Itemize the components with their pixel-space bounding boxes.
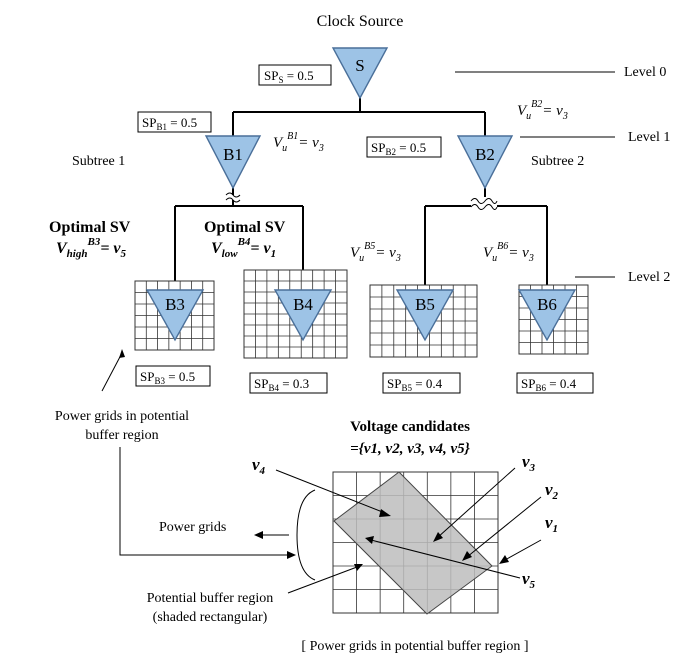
- voltage-candidates-title: Voltage candidates: [350, 419, 470, 435]
- optimal-sv-b3-heading: Optimal SV: [49, 219, 131, 236]
- buffer-s-label: S: [355, 56, 364, 75]
- svg-text:SPB5 = 0.4: SPB5 = 0.4: [387, 376, 443, 393]
- v3-label: v3: [522, 452, 536, 474]
- buffer-B2: B2: [456, 135, 514, 190]
- svg-text:SPS = 0.5: SPS = 0.5: [264, 68, 314, 85]
- subtree-2-label: Subtree 2: [531, 154, 584, 169]
- level-2-label: Level 2: [628, 270, 670, 285]
- buffer-b6-triangle: [517, 289, 577, 342]
- buffer-b5-label: B5: [415, 295, 435, 314]
- svg-text:SPB4 = 0.3: SPB4 = 0.3: [254, 376, 309, 393]
- vu-b1-label: VuB1= v3: [273, 131, 324, 154]
- buffer-B3: B3: [145, 289, 205, 342]
- grids-note-arrowhead: [119, 349, 125, 358]
- vu-b6-label: VuB6= v3: [483, 241, 534, 264]
- sp-box-b5: SPB5 = 0.4: [382, 372, 461, 394]
- region-label-arrowhead: [354, 564, 363, 571]
- buffer-b1-triangle: [204, 135, 262, 190]
- svg-text:SPB2 = 0.5: SPB2 = 0.5: [371, 140, 426, 157]
- vu-b5-label: VuB5= v3: [350, 241, 401, 264]
- voltage-candidates-set: ={v1, v2, v3, v4, v5}: [350, 441, 471, 457]
- potential-buffer-region: [333, 471, 493, 615]
- clock-source-title: Clock Source: [317, 13, 404, 30]
- tree-wires: [174, 98, 548, 290]
- optimal-sv-b4-value: VlowB4= v1: [211, 236, 276, 260]
- sp-box-b4: SPB4 = 0.3: [249, 372, 328, 394]
- sp-box-s: SPS = 0.5: [258, 64, 332, 86]
- buffer-b3-triangle: [145, 289, 205, 342]
- buffer-b4-triangle: [273, 289, 333, 342]
- buffer-b5-triangle: [395, 289, 455, 342]
- voltage-pointers: [275, 467, 542, 579]
- power-grids-label: Power grids: [159, 520, 226, 535]
- level-0-label: Level 0: [624, 65, 666, 80]
- grids-note-connector: [119, 447, 288, 556]
- buffer-b1-label: B1: [223, 145, 243, 164]
- power-grids-arrowhead: [254, 531, 263, 539]
- region-label-line-1: Potential buffer region: [147, 591, 274, 606]
- grids-note-pointer: [101, 352, 123, 392]
- level-1-label: Level 1: [628, 130, 670, 145]
- buffer-grids: [134, 269, 589, 359]
- subtree-1-label: Subtree 1: [72, 154, 125, 169]
- buffer-B4: B4: [273, 289, 333, 342]
- optimal-sv-b3-value: VhighB3= v5: [56, 236, 127, 260]
- svg-text:SPB1 = 0.5: SPB1 = 0.5: [142, 115, 197, 132]
- svg-text:SPB3 = 0.5: SPB3 = 0.5: [140, 369, 195, 386]
- buffer-B1: B1: [204, 135, 262, 190]
- detail-caption: [ Power grids in potential buffer region…: [301, 639, 528, 654]
- grids-note-connector-arrowhead: [287, 551, 296, 559]
- optimal-sv-b4-heading: Optimal SV: [204, 219, 286, 236]
- sp-box-b2: SPB2 = 0.5: [366, 136, 442, 158]
- v1-label: v1: [545, 513, 558, 535]
- buffer-b3-label: B3: [165, 295, 185, 314]
- sp-box-b1: SPB1 = 0.5: [137, 111, 212, 133]
- buffer-B5: B5: [395, 289, 455, 342]
- sp-box-b6: SPB6 = 0.4: [516, 372, 594, 394]
- buffer-b6-label: B6: [537, 295, 557, 314]
- buffer-b2-label: B2: [475, 145, 495, 164]
- vu-b2-label: VuB2= v3: [517, 99, 568, 122]
- buffer-b2-triangle: [456, 135, 514, 190]
- buffer-s-triangle: [331, 47, 389, 100]
- region-label-pointer: [287, 566, 358, 594]
- buffer-S: S: [331, 47, 389, 100]
- grids-note-line-1: Power grids in potential: [55, 409, 189, 424]
- buffer-b4-label: B4: [293, 295, 313, 314]
- grid-brace: [296, 489, 316, 581]
- buffer-B6: B6: [517, 289, 577, 342]
- region-label-line-2: (shaded rectangular): [153, 610, 268, 625]
- v5-label: v5: [522, 569, 536, 591]
- sp-box-b3: SPB3 = 0.5: [135, 365, 211, 387]
- svg-text:SPB6 = 0.4: SPB6 = 0.4: [521, 376, 577, 393]
- v2-label: v2: [545, 480, 559, 502]
- grids-note-line-2: buffer region: [85, 428, 158, 443]
- v4-label: v4: [252, 455, 266, 477]
